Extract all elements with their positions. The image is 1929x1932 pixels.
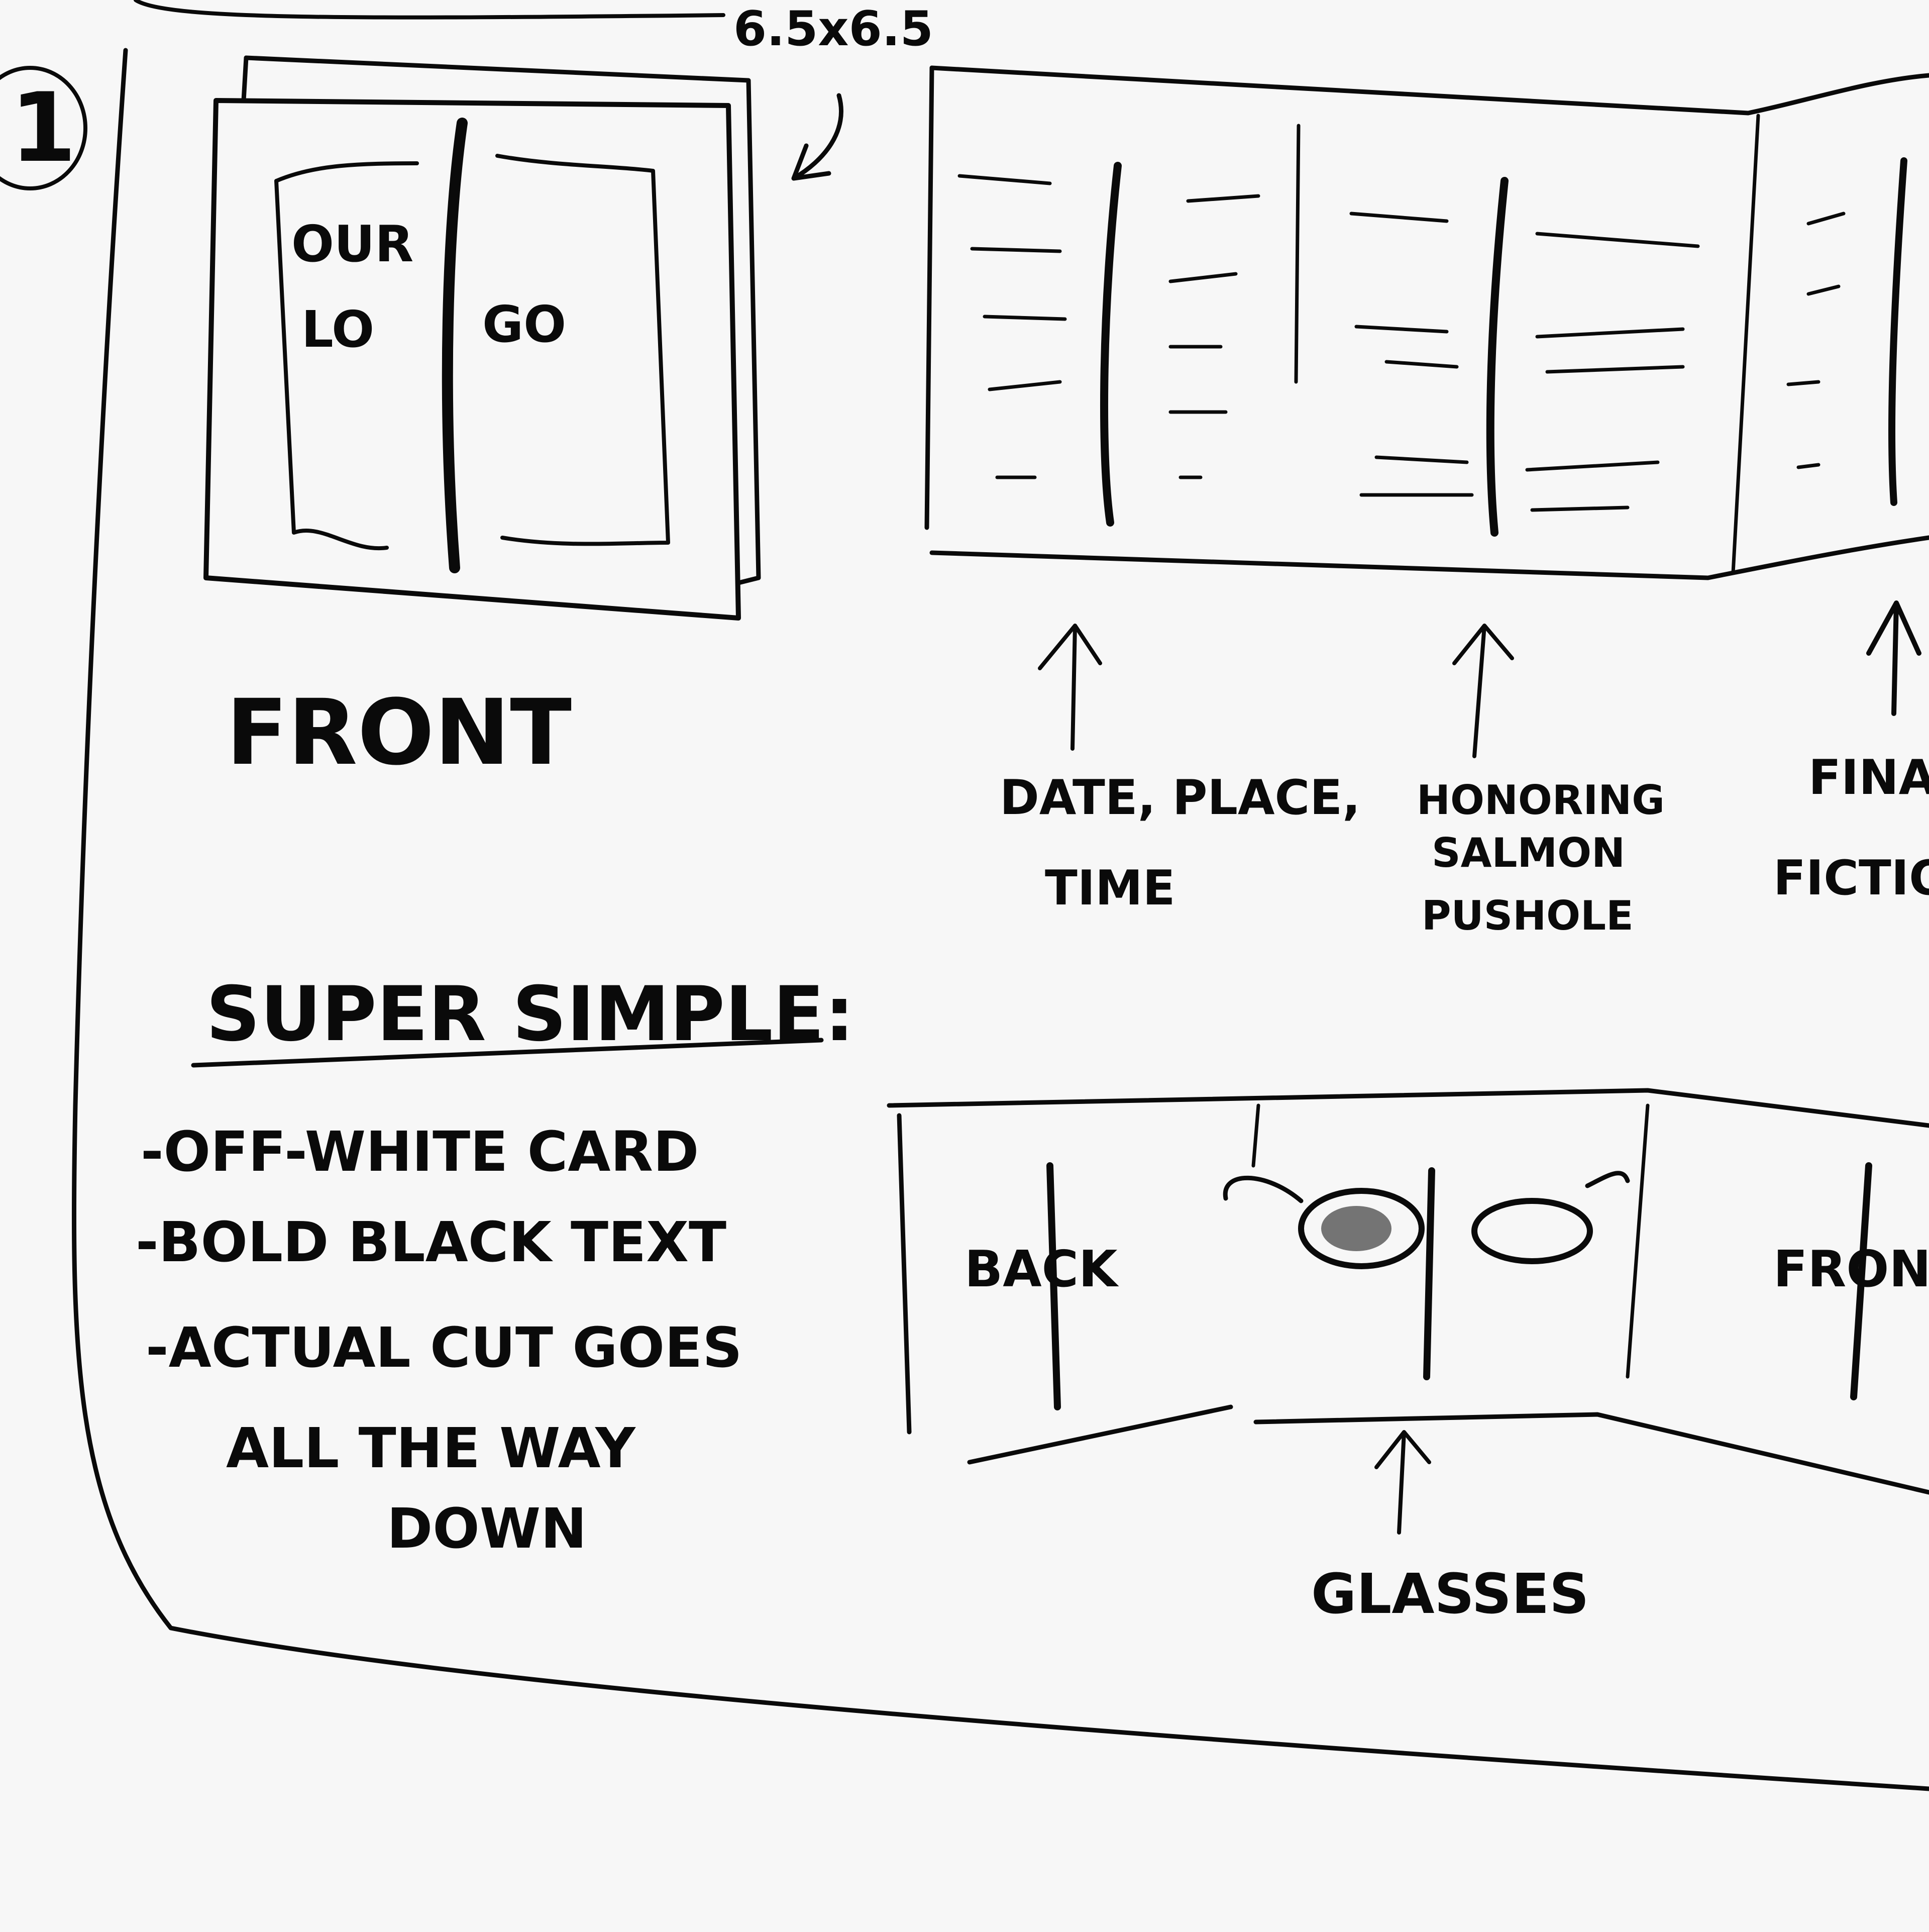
back-panel-label: BACK: [964, 1240, 1119, 1298]
annotation-arrow-3: [1866, 600, 1921, 716]
annotation-arrow-1: [1038, 624, 1102, 751]
step-circle: [0, 66, 87, 190]
dimensions-arrow: [791, 93, 843, 181]
annotation-arrow-2: [1452, 624, 1514, 758]
page-frame-border: [71, 48, 1929, 1791]
inside-spread-sketch: [924, 65, 1929, 580]
notes-heading: SUPER SIMPLE:: [206, 971, 854, 1058]
glasses-left-lens: [1298, 1188, 1425, 1269]
front-cover-sketch: [203, 55, 761, 621]
annotation-1-line2: TIME: [1045, 861, 1175, 916]
notes-item-3: -ACTUAL CUT GOES: [146, 1315, 742, 1380]
glasses-left-lens-shading: [1321, 1206, 1391, 1251]
front-panel-label: FRON: [1773, 1240, 1929, 1298]
glasses-right-lens: [1471, 1198, 1593, 1264]
notes-item-2: -BOLD BLACK TEXT: [136, 1210, 726, 1274]
notes-item-5: DOWN: [387, 1496, 587, 1561]
dimensions-label: 6.5x6.5: [733, 2, 933, 57]
annotation-3-line2: FICTION: [1773, 851, 1929, 906]
cover-logo-left-bottom: LO: [301, 300, 374, 359]
annotation-2-line2: SALMON: [1432, 830, 1625, 876]
notes-heading-underline: [191, 1038, 824, 1068]
glasses-label: GLASSES: [1311, 1562, 1589, 1626]
page-top-edge: [134, 0, 725, 20]
bottom-panels-sketch: [887, 1088, 1929, 1495]
notes-item-4: ALL THE WAY: [226, 1416, 636, 1480]
notes-item-1: -OFF-WHITE CARD: [141, 1120, 699, 1184]
cover-logo-left-top: OUR: [291, 215, 413, 273]
front-label: FRONT: [226, 680, 572, 785]
annotation-2-line3: PUSHOLE: [1422, 892, 1634, 939]
glasses-arrow: [1374, 1430, 1431, 1535]
annotation-1-line1: DATE, PLACE,: [1000, 770, 1360, 826]
annotation-2-line1: HONORING: [1417, 777, 1665, 824]
step-number: 1: [10, 72, 76, 183]
cover-logo-right: GO: [482, 295, 566, 354]
annotation-3-line1: FINAL: [1808, 750, 1929, 805]
